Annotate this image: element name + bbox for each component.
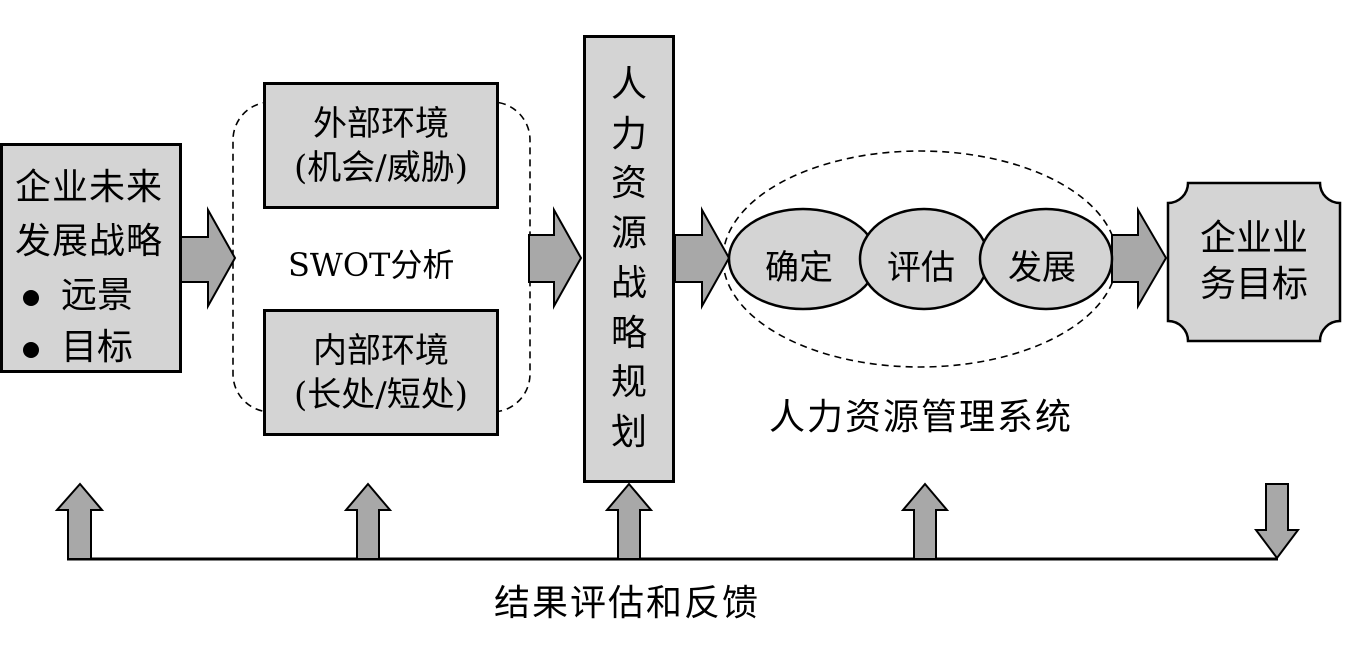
feedback-up-arrow-1	[54, 482, 105, 560]
business-goal-line1: 企业业	[1199, 218, 1308, 259]
hr-planning-char: 资	[610, 163, 647, 205]
bullet-dot-icon	[23, 342, 39, 358]
hr-planning-char: 规	[610, 362, 647, 404]
internal-env-subtitle: (长处/短处)	[294, 374, 468, 415]
business-goal-shape	[1166, 181, 1342, 343]
hr-planning-char: 略	[610, 312, 647, 354]
external-env-title: 外部环境	[313, 103, 449, 144]
flow-arrow-1	[180, 206, 237, 310]
bullet-vision-label: 远景	[61, 275, 134, 316]
bullet-goal-label: 目标	[61, 327, 134, 368]
hr-planning-char: 战	[610, 262, 647, 304]
ellipse-develop	[978, 207, 1114, 311]
hr-system-label: 人力资源管理系统	[769, 397, 1074, 438]
business-goal-text: 企业业 务目标	[1168, 183, 1340, 341]
bullet-goal: 目标	[23, 318, 133, 370]
external-env-box: 外部环境 (机会/威胁)	[263, 82, 499, 209]
hr-planning-char: 力	[610, 113, 647, 155]
swot-label: SWOT分析	[288, 246, 455, 284]
strategy-box: 企业未来 发展战略 远景 目标	[0, 143, 182, 373]
feedback-up-arrow-2	[343, 482, 393, 560]
ellipse-determine-label: 确定	[765, 248, 833, 288]
internal-env-box: 内部环境 (长处/短处)	[263, 309, 499, 436]
external-env-subtitle: (机会/威胁)	[294, 147, 468, 188]
business-goal-line2: 务目标	[1199, 264, 1308, 305]
feedback-label: 结果评估和反馈	[494, 583, 761, 624]
ellipse-evaluate-label: 评估	[887, 248, 955, 288]
strategy-title-line1: 企业未来	[15, 167, 164, 208]
flow-arrow-4	[1111, 206, 1168, 310]
flow-arrow-3	[674, 206, 731, 310]
feedback-up-arrow-4	[900, 482, 950, 560]
bullet-dot-icon	[23, 290, 39, 306]
hr-planning-char: 人	[610, 64, 647, 105]
hr-planning-char: 划	[610, 411, 647, 453]
feedback-up-arrow-3	[604, 482, 654, 560]
strategy-title-line2: 发展战略	[15, 221, 164, 262]
hr-planning-char: 源	[610, 213, 647, 255]
feedback-down-arrow	[1254, 483, 1300, 560]
bullet-vision: 远景	[23, 266, 133, 318]
internal-env-title: 内部环境	[313, 330, 449, 371]
flow-arrow-2	[528, 206, 583, 310]
ellipse-develop-label: 发展	[1008, 248, 1076, 288]
hr-planning-box: 人 力 资 源 战 略 规 划	[583, 35, 675, 483]
